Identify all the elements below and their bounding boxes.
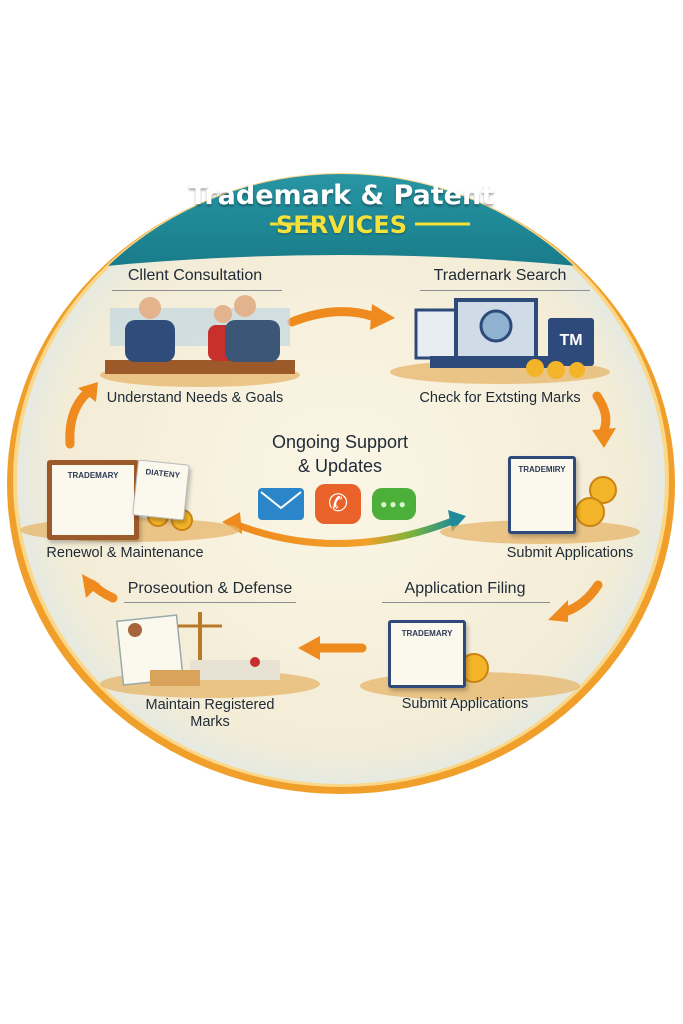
tm-badge: TM — [559, 332, 583, 349]
chat-icon: ●●● — [372, 488, 416, 520]
step-trademark-search-title: Tradernark Search — [433, 267, 567, 284]
renewal-document: DIATENY — [132, 459, 190, 521]
step-application-filing-title: Application Filing — [404, 580, 526, 597]
center-title-line1: Ongoing Support — [271, 432, 409, 452]
filing-document: TRADEMARY — [388, 620, 466, 688]
step-submit-applications-caption: Submit Applications — [506, 545, 634, 561]
step-prosecution-title: Proseoution & Defense — [127, 580, 293, 597]
certificate-frame: TRADEMARY — [47, 460, 139, 540]
step-prosecution-caption: Maintain Registered Marks — [145, 697, 275, 730]
trademark-search-illustration — [414, 298, 594, 379]
divider — [124, 602, 296, 603]
step-client-consultation-caption: Understand Needs & Goals — [106, 390, 284, 406]
step-trademark-search-caption: Check for Extsting Marks — [419, 390, 581, 406]
email-icon — [258, 488, 304, 520]
divider — [420, 290, 590, 291]
phone-icon: ✆ — [315, 484, 361, 524]
prosecution-illustration — [115, 612, 280, 686]
divider — [382, 602, 550, 603]
divider — [112, 290, 282, 291]
header-title: Trademark & Patent — [188, 180, 495, 211]
step-application-filing-caption: Submit Applications — [401, 696, 529, 712]
application-document: TRADEMIRY — [508, 456, 576, 534]
step-client-consultation-title: Cllent Consultation — [127, 267, 263, 284]
center-title: Ongoing Support & Updates — [240, 430, 440, 478]
consultation-illustration — [105, 295, 295, 374]
step-renewal-caption: Renewol & Maintenance — [46, 545, 204, 561]
center-title-line2: & Updates — [297, 456, 383, 476]
header-subtitle: SERVICES — [276, 211, 407, 239]
